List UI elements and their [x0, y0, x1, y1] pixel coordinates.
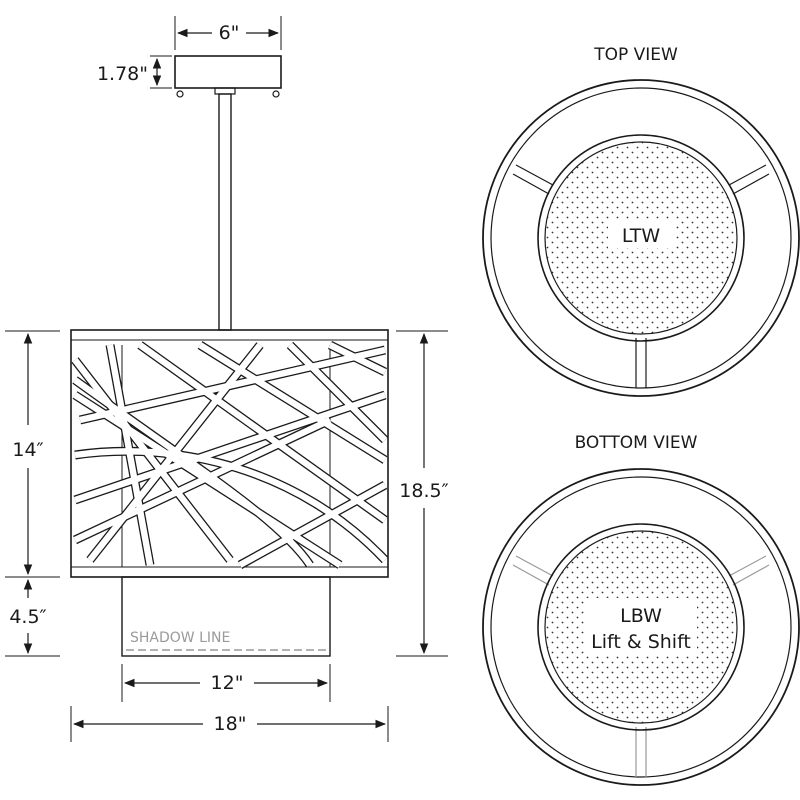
- bottom-view-spokes: [512, 555, 770, 777]
- top-view-spokes: [512, 164, 770, 388]
- dim-canopy-width: 6": [174, 16, 282, 50]
- bottom-view-label-line1: LBW: [620, 605, 662, 627]
- dim-shade-width: 18": [70, 706, 389, 742]
- dim-diffuser-width: 12": [121, 664, 331, 702]
- dim-left-heights: 14″ 4.5″: [5, 330, 60, 657]
- dim-shade-width-label: 18": [214, 713, 247, 735]
- bottom-view: BOTTOM VIEW LBW Lift & Shift: [482, 433, 800, 786]
- bottom-view-label-line2: Lift & Shift: [591, 631, 691, 653]
- top-view: TOP VIEW LTW: [482, 45, 800, 397]
- dim-canopy-height: 1.78": [97, 55, 172, 89]
- shadow-line-label: SHADOW LINE: [130, 630, 230, 646]
- top-view-center-label: LTW: [622, 225, 661, 247]
- top-view-title: TOP VIEW: [593, 45, 678, 65]
- side-elevation: SHADOW LINE 6" 1.78" 14″ 4.5″: [5, 16, 449, 742]
- dim-shade-height-label: 14″: [12, 439, 43, 461]
- bottom-view-title: BOTTOM VIEW: [575, 433, 698, 453]
- dim-canopy-height-label: 1.78": [97, 63, 148, 85]
- dim-canopy-width-label: 6": [219, 22, 240, 44]
- stem: [218, 93, 232, 331]
- shade-cutout-pattern: [71, 340, 389, 569]
- dim-overall-height: 18.5″: [396, 330, 449, 657]
- canopy-mount-screws: [176, 87, 280, 98]
- dim-overall-height-label: 18.5″: [399, 480, 448, 502]
- diffuser: [121, 576, 331, 657]
- dim-diffuser-width-label: 12": [211, 672, 244, 694]
- canopy: [174, 55, 282, 89]
- dim-diffuser-drop-label: 4.5″: [9, 606, 46, 628]
